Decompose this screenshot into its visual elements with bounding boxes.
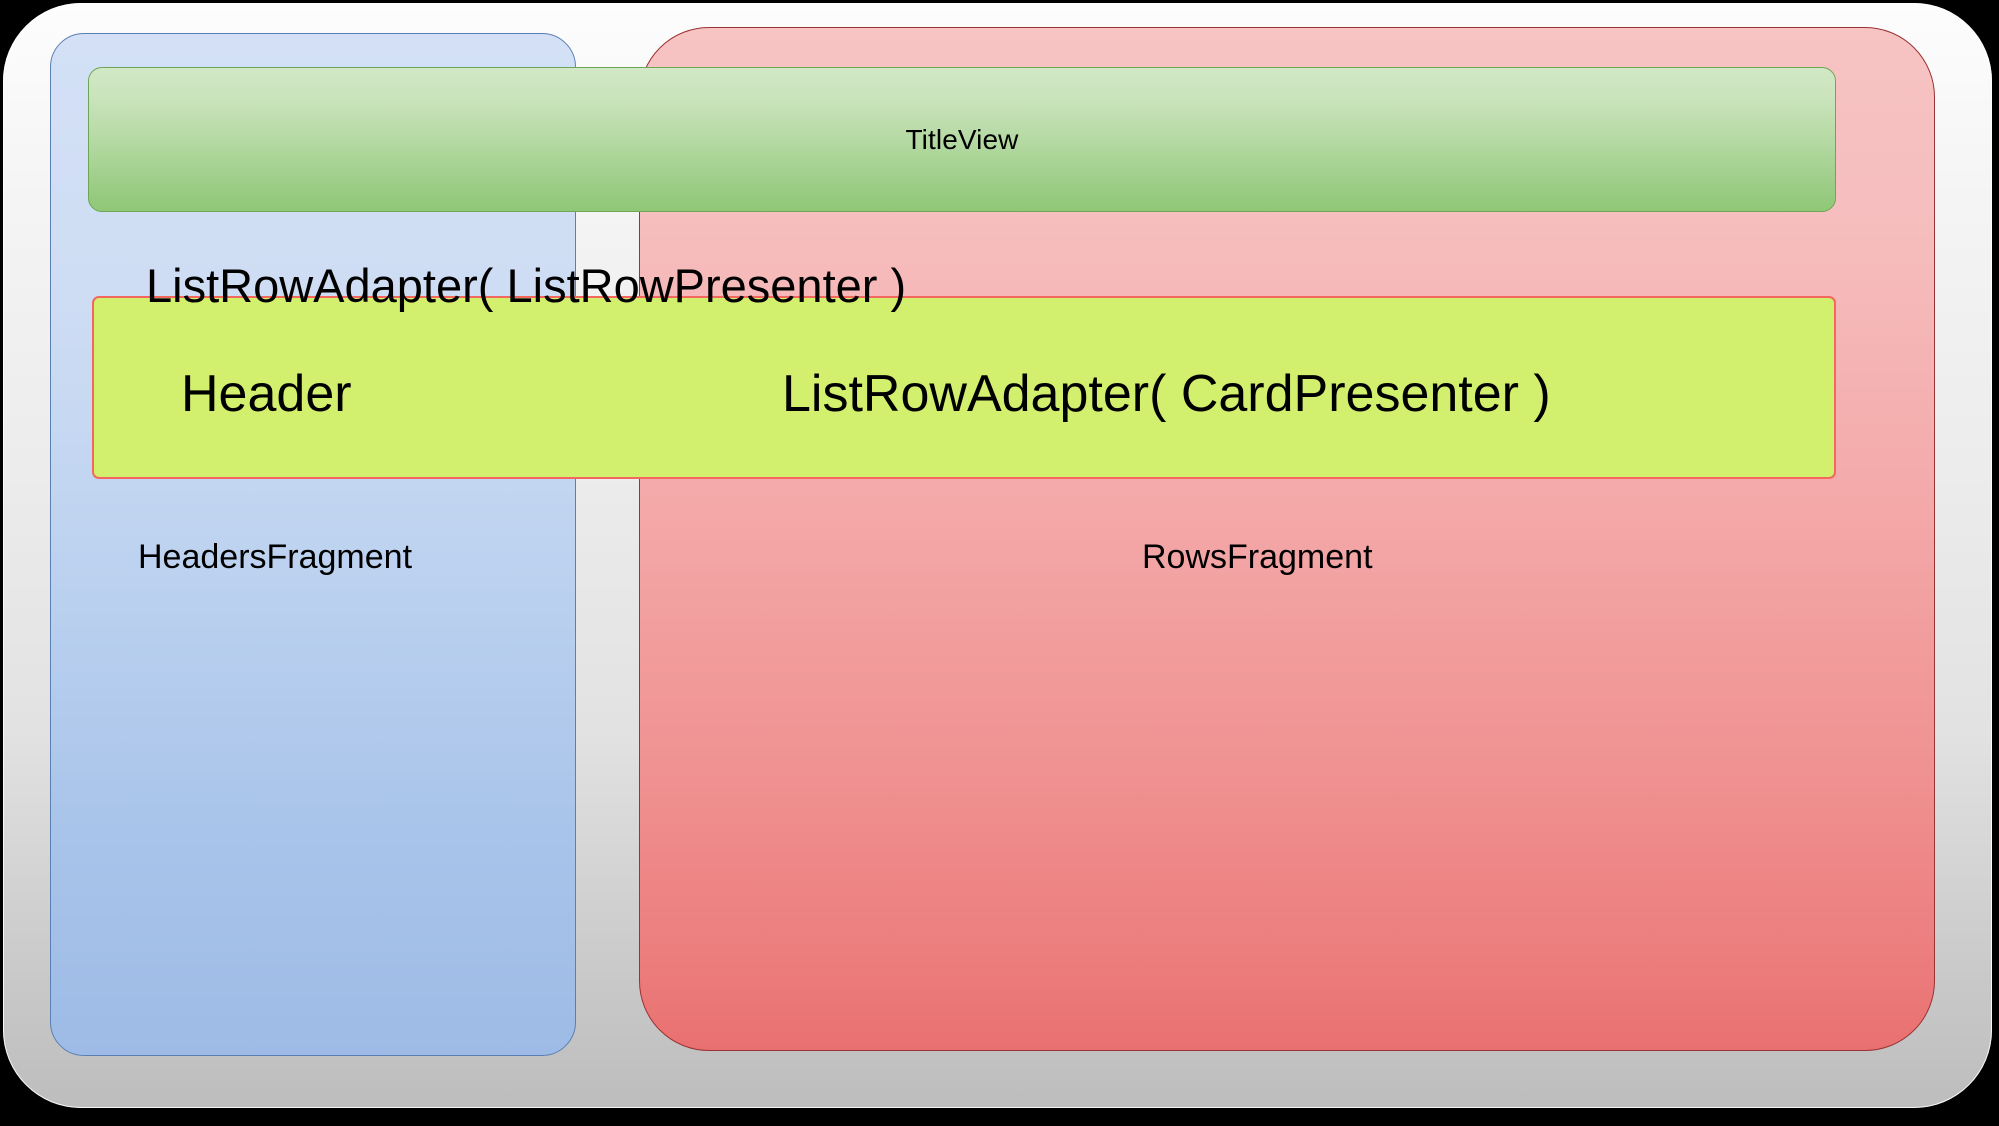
list-row-adapter-list-row-presenter-label: ListRowAdapter( ListRowPresenter ) — [146, 259, 907, 312]
rows-fragment-label: RowsFragment — [1142, 538, 1373, 576]
title-view-bar: TitleView — [88, 67, 1836, 212]
title-view-label: TitleView — [905, 123, 1019, 155]
header-label: Header — [181, 365, 352, 423]
headers-fragment-label: HeadersFragment — [138, 538, 413, 576]
list-row-box — [92, 296, 1836, 479]
list-row-adapter-card-presenter-label: ListRowAdapter( CardPresenter ) — [782, 365, 1551, 423]
